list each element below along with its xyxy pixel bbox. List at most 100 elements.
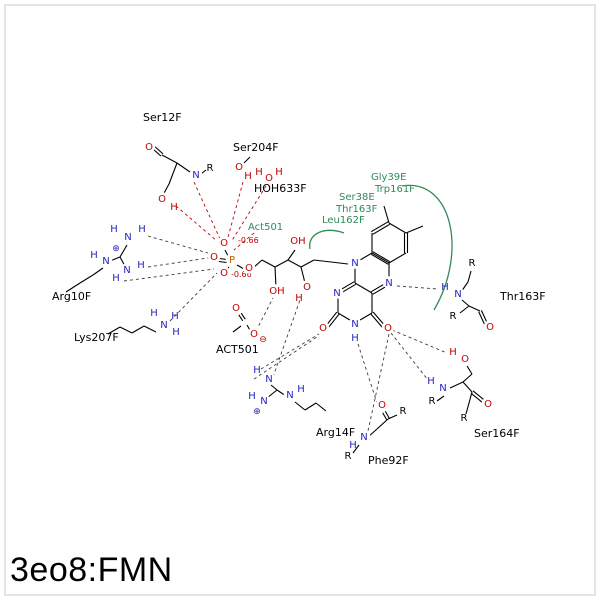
bond-line xyxy=(472,390,485,401)
atom-O: O xyxy=(378,400,386,411)
bond-line xyxy=(294,401,306,411)
atom-bg xyxy=(257,394,271,407)
atom-N: N xyxy=(160,320,167,331)
bond-line xyxy=(372,251,391,263)
bond-line xyxy=(480,310,488,324)
contact-dash xyxy=(147,235,209,254)
atom-H: H xyxy=(351,333,359,344)
atom-H: H xyxy=(297,384,305,395)
atom-R: R xyxy=(345,451,352,462)
atom-N: N xyxy=(360,432,367,443)
bond-line xyxy=(79,274,94,284)
bond-line xyxy=(462,381,473,393)
atom-O: O xyxy=(232,303,240,314)
atom-O2: O xyxy=(319,323,327,334)
atom-H: H xyxy=(244,171,252,182)
atom-bg xyxy=(121,230,135,243)
bond-line xyxy=(176,162,191,173)
bond-line xyxy=(240,312,246,320)
atom-O: O xyxy=(484,399,492,410)
label-arg10f: Arg10F xyxy=(52,290,91,303)
atom-bg xyxy=(382,276,396,289)
atom-bg xyxy=(330,286,344,299)
hydrophobic-contact-arc xyxy=(309,229,345,250)
atom-N10: N xyxy=(351,258,358,269)
bond-line xyxy=(313,259,349,265)
atom-bg xyxy=(270,284,284,297)
atom-O: O xyxy=(145,142,153,153)
atom-bg xyxy=(291,234,305,247)
bond-line xyxy=(467,270,472,283)
bond-line xyxy=(327,313,340,329)
atom-O: O xyxy=(220,238,228,249)
bond-line xyxy=(372,223,391,235)
atom-bg xyxy=(120,263,134,276)
bond-line xyxy=(468,305,481,312)
hbond-dash xyxy=(226,181,244,242)
atom-O: O xyxy=(245,263,253,274)
bond-line xyxy=(119,244,128,258)
atom-N5: N xyxy=(385,278,392,289)
bond-line xyxy=(466,365,473,375)
atom-bg xyxy=(375,398,389,411)
bond-line xyxy=(382,412,388,421)
bond-line xyxy=(315,402,327,412)
atom-bg xyxy=(157,318,171,331)
atom-bg xyxy=(348,256,362,269)
atom-H: H xyxy=(150,308,158,319)
label-leu162f: Leu162F xyxy=(322,215,365,226)
atom-bg xyxy=(232,160,246,173)
atom-bg xyxy=(348,317,362,330)
label-ser38e: Ser38E xyxy=(339,192,375,203)
hbond-dash xyxy=(175,205,218,242)
atom-O: O xyxy=(210,252,218,263)
atom-O: O xyxy=(265,173,273,184)
atom-N: N xyxy=(260,396,267,407)
atom-H: H xyxy=(255,167,263,178)
bond-line xyxy=(462,373,473,383)
bond-line xyxy=(436,395,445,402)
bond-line xyxy=(388,222,407,234)
contact-dash xyxy=(367,333,390,432)
bond-line xyxy=(470,392,483,403)
atom-bg xyxy=(451,287,465,300)
bond-line xyxy=(370,253,389,265)
hbond-dash xyxy=(233,232,255,251)
atom-N: N xyxy=(124,232,131,243)
atom-R: R xyxy=(207,163,214,174)
label-gly39e: Gly39E xyxy=(371,172,407,183)
atom-O: O xyxy=(461,354,469,365)
hbond-dash xyxy=(193,181,221,240)
bond-line xyxy=(92,267,104,276)
atom-bg xyxy=(300,280,314,293)
atom-H: H xyxy=(112,273,120,284)
bond-line xyxy=(465,391,473,415)
bond-line xyxy=(388,252,407,264)
atom-R: R xyxy=(429,396,436,407)
atom-O: O xyxy=(486,322,494,333)
charge-1: -0.66 xyxy=(238,236,259,245)
contact-dash xyxy=(253,336,318,380)
contact-dash xyxy=(147,257,209,268)
bond-line xyxy=(261,259,276,268)
bond-line xyxy=(370,313,384,329)
atom-H: H xyxy=(275,167,283,178)
atom-bg xyxy=(283,388,297,401)
atom-H: H xyxy=(138,224,146,235)
atom-bg xyxy=(483,320,497,333)
bond-line xyxy=(384,410,390,419)
contact-dash xyxy=(396,285,439,290)
atom-bg xyxy=(316,321,330,334)
atom-N: N xyxy=(123,265,130,276)
atom-bg xyxy=(247,327,261,340)
contact-dash xyxy=(390,332,429,381)
hydrophobic-contact-arc xyxy=(401,184,453,311)
atom-bg xyxy=(217,236,231,249)
label-phe92f: Phe92F xyxy=(368,454,409,467)
atom-bg xyxy=(217,266,231,279)
atom-OH: OH xyxy=(290,236,305,247)
label-ser204f: Ser204F xyxy=(233,141,279,154)
atom-N: N xyxy=(439,383,446,394)
atom-N: N xyxy=(102,256,109,267)
